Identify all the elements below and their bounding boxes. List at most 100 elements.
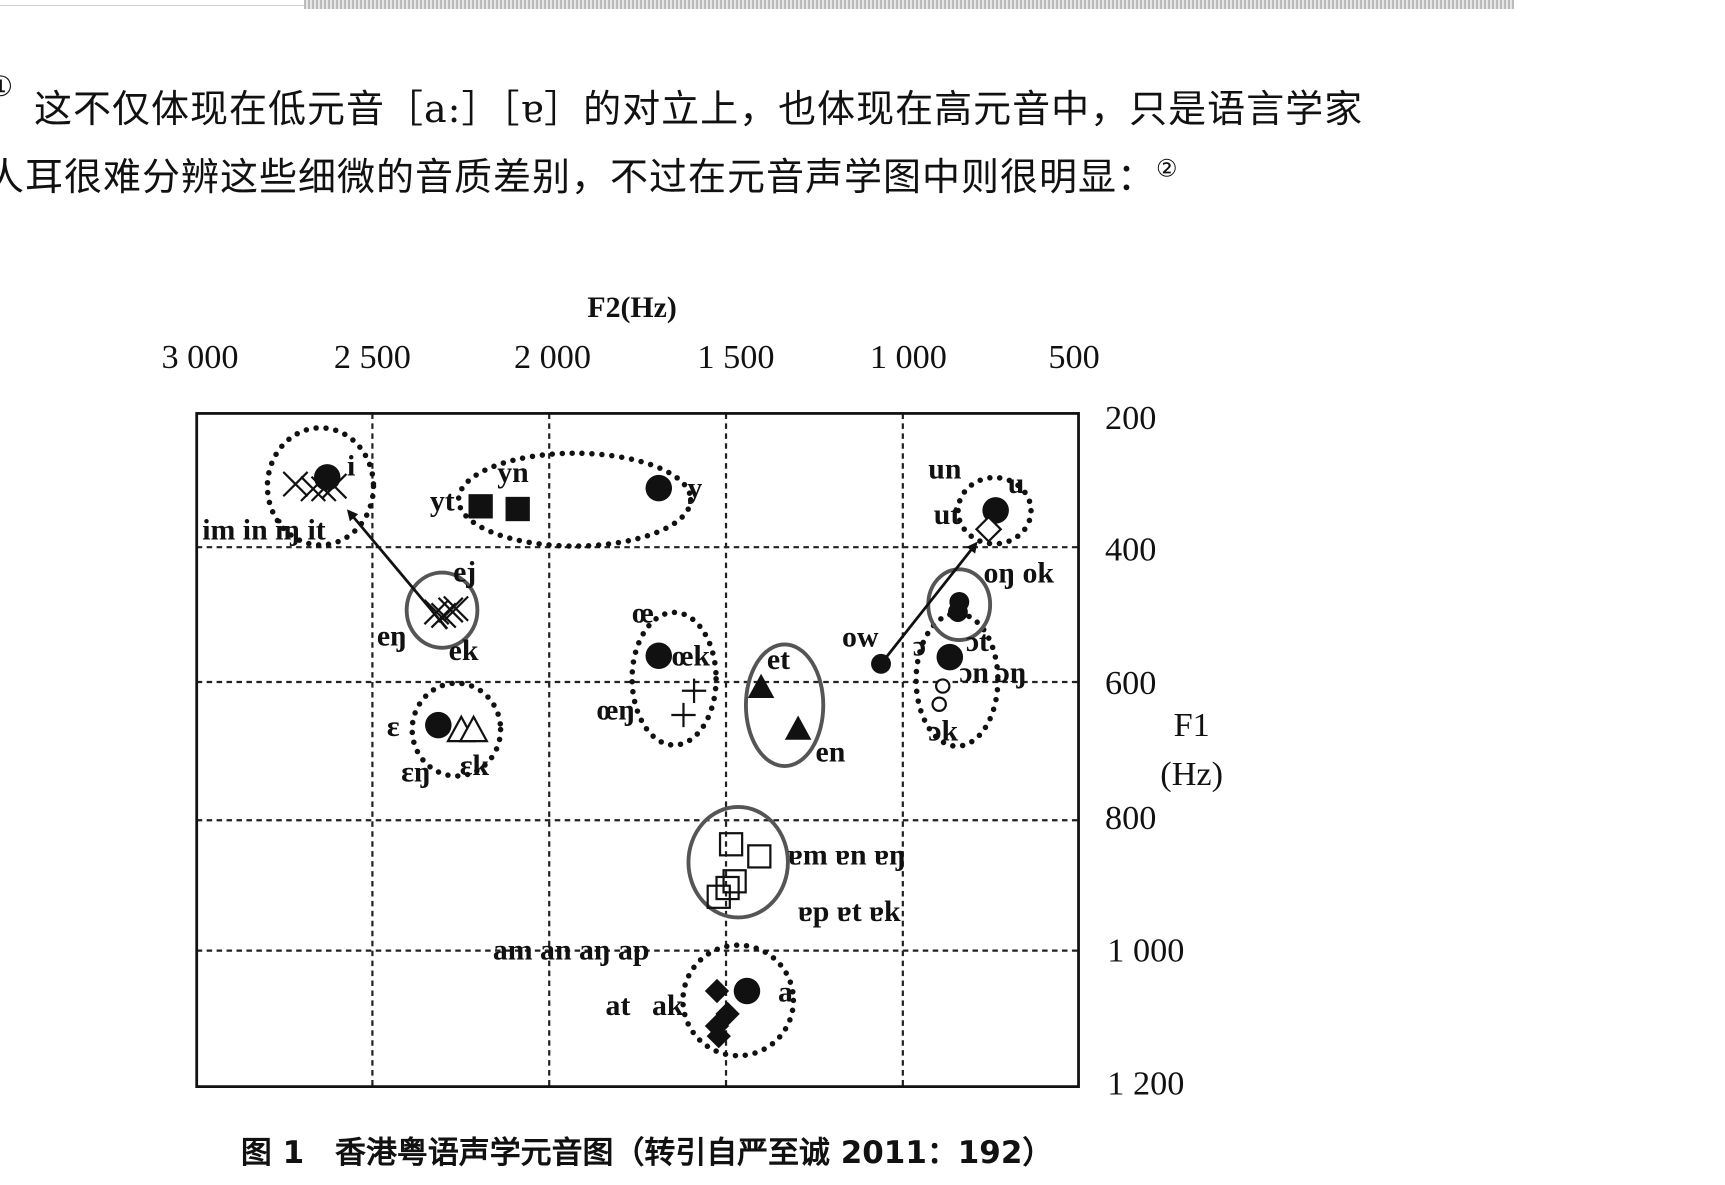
point-label: yn [497,456,529,489]
paragraph-text: 人耳很难分辨这些细微的音质差别，不过在元音声学图中则很明显： [0,155,1157,199]
data-point-small-filled-circle [947,602,968,622]
data-point-filled-circle [733,977,761,1005]
x-tick-label: 500 [1048,338,1099,376]
plot-frame [195,412,1080,1089]
point-label: œk [672,639,711,672]
ellipse-turned-a [686,805,790,920]
data-point-small-open-circle [931,696,947,712]
y-tick-label: 200 [1105,399,1156,437]
x-tick-label: 2 000 [514,338,591,376]
data-point-filled-triangle [747,673,775,699]
point-label: œŋ [597,694,635,727]
point-label: a [778,975,793,1008]
y-axis-title: F1 [1174,706,1210,744]
point-label: un [928,453,962,486]
point-label: ɛk [460,749,490,782]
data-point-open-square [722,869,747,894]
y-tick-label: 1 000 [1107,932,1184,970]
point-label: oŋ ok [984,557,1055,590]
ellipse-et [743,642,826,768]
point-label: yt [430,485,455,518]
point-label: en [816,736,846,769]
ellipse-open-o [913,610,1001,749]
data-point-plus [681,678,707,703]
point-label: ek [449,634,479,667]
data-point-open-diamond [974,515,1003,543]
y-tick-label: 800 [1105,799,1156,837]
data-point-x [430,602,457,629]
data-point-x [310,475,337,502]
data-point-x [321,473,348,500]
figure-caption: 图 1 香港粤语声学元音图（转引自严至诚 2011：192） [241,1135,1053,1171]
data-point-x [282,471,309,498]
data-point-small-open-circle [935,678,951,694]
x-tick-label: 3 000 [161,338,238,376]
x-tick-label: 1 000 [870,338,947,376]
footnote-ref: ② [1156,154,1179,183]
trajectory-arrow [879,541,978,665]
data-point-x [300,475,327,502]
data-point-filled-circle [313,464,341,491]
data-point-filled-circle [645,474,673,502]
data-point-filled-circle [645,642,673,670]
point-label: ut [934,498,961,531]
data-point-x [437,597,464,623]
data-point-filled-triangle [784,715,812,740]
ellipse-e [404,570,480,650]
y-tick-label: 400 [1105,530,1156,568]
x-tick-label: 2 500 [334,338,411,376]
data-point-open-square [715,875,740,901]
point-label: y [687,471,702,504]
data-point-open-square [718,832,744,857]
point-label: ɛŋ [401,756,430,789]
point-label: i [347,449,355,482]
scan-artifact-band [304,0,1514,9]
footnote-mark: ① [0,70,15,103]
ellipse-oe [629,609,719,748]
data-point-open-square [747,844,772,869]
ellipse-y [455,450,694,549]
data-point-x [443,595,469,622]
point-label: im in iŋ it [202,513,326,546]
ellipse-a [680,942,797,1059]
point-label: ɛ [387,710,400,743]
point-label: ɔ [913,630,926,663]
point-label: ɔt [966,625,989,658]
data-point-filled-circle [936,643,964,671]
grid [196,413,1079,1087]
data-point-filled-circle [425,711,452,739]
x-axis-title: F2(Hz) [587,291,676,324]
point-label: at [606,989,631,1022]
x-tick-label: 1 500 [697,338,774,376]
data-point-open-triangle [458,714,489,743]
ellipse-epsilon [409,680,504,779]
point-label: ej [453,555,476,588]
data-point-filled-square [505,496,530,522]
paragraph-line-2: 人耳很难分辨这些细微的音质差别，不过在元音声学图中则很明显：② [0,146,1179,201]
paragraph-text: 这不仅体现在低元音［a:］［ɐ］的对立上，也体现在高元音中，只是语言学家 [34,87,1364,131]
arrows [346,509,978,665]
y-tick-label: 600 [1105,664,1156,702]
point-label: œ [632,596,654,629]
data-point-filled-square [468,494,493,519]
point-label: u [1008,467,1025,500]
point-label: ɔn ɔŋ [959,656,1026,689]
trajectory-arrow [346,509,449,630]
point-label: ɐp ɐt ɐk [798,895,901,928]
data-point-open-square [706,884,731,909]
point-label: am an aŋ ap [493,933,650,966]
point-label: ɐm ɐn ɐŋ [788,838,906,871]
y-axis-unit: (Hz) [1160,755,1223,793]
data-point-small-filled-circle [871,653,891,674]
ellipse-i [264,425,377,548]
y-tick-label: 1 200 [1107,1064,1184,1102]
point-label: et [767,643,790,676]
paragraph-line-1: ① 这不仅体现在低元音［a:］［ɐ］的对立上，也体现在高元音中，只是语言学家 [0,70,1364,133]
data-point-filled-diamond [706,1023,731,1049]
point-label: ow [842,621,879,654]
point-label: ɔk [928,715,958,748]
ellipse-u [955,474,1034,547]
point-label: ak [652,989,684,1022]
point-label: eŋ [377,620,407,653]
